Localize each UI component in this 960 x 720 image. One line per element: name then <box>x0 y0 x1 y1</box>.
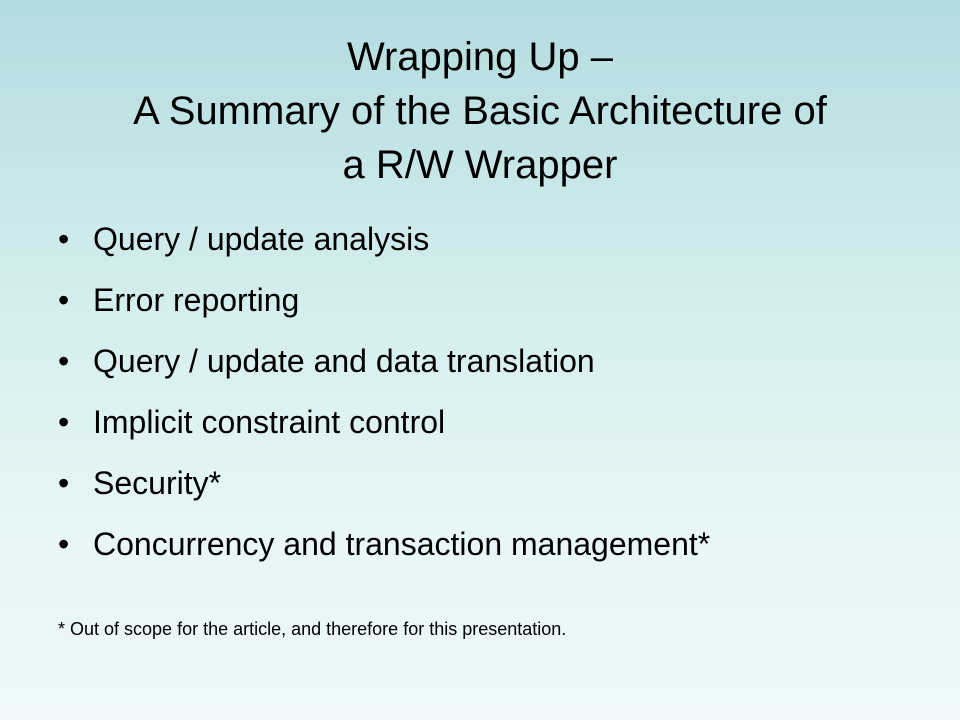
bullet-text: Query / update and data translation <box>93 343 595 379</box>
bullet-marker: • <box>58 343 70 379</box>
bullet-text: Concurrency and transaction management* <box>93 526 711 562</box>
bullet-item: • Query / update and data translation <box>58 342 938 403</box>
slide-title: Wrapping Up – A Summary of the Basic Arc… <box>40 30 920 192</box>
bullet-text: Query / update analysis <box>93 221 430 257</box>
footnote: * Out of scope for the article, and ther… <box>58 619 567 639</box>
bullet-marker: • <box>58 526 70 562</box>
bullet-item: • Query / update analysis <box>58 220 938 281</box>
bullet-item: • Concurrency and transaction management… <box>58 525 938 586</box>
title-line-3: a R/W Wrapper <box>342 143 618 187</box>
title-line-1: Wrapping Up – <box>346 35 614 79</box>
bullet-item: • Security* <box>58 464 938 525</box>
bullet-text: Error reporting <box>93 282 300 318</box>
bullet-item: • Implicit constraint control <box>58 403 938 464</box>
bullet-marker: • <box>58 282 70 318</box>
bullet-list: • Query / update analysis • Error report… <box>58 220 938 586</box>
bullet-text: Implicit constraint control <box>93 404 446 440</box>
title-line-2: A Summary of the Basic Architecture of <box>133 89 827 133</box>
bullet-marker: • <box>58 404 70 440</box>
bullet-marker: • <box>58 465 70 501</box>
bullet-marker: • <box>58 221 70 257</box>
bullet-item: • Error reporting <box>58 281 938 342</box>
bullet-text: Security* <box>93 465 222 501</box>
